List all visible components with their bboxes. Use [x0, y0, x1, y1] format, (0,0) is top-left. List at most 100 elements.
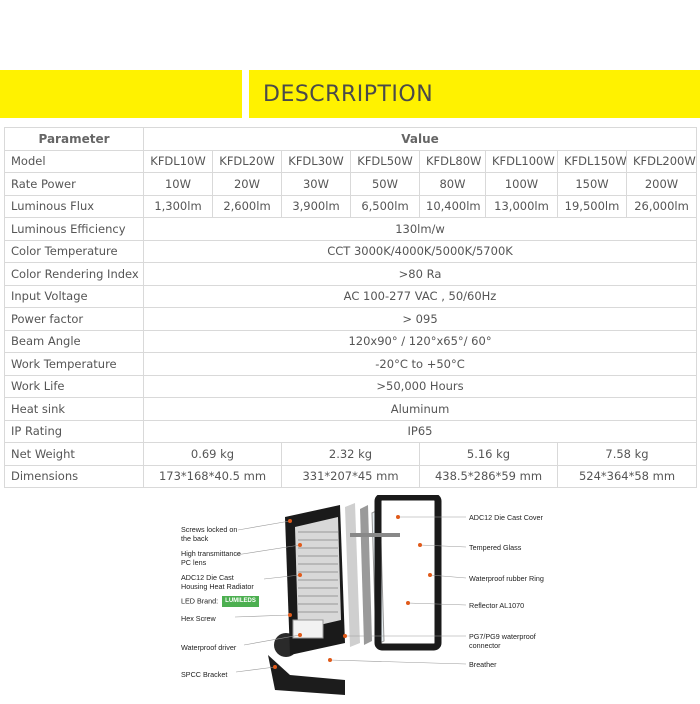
value-cell: CCT 3000K/4000K/5000K/5700K: [142, 239, 698, 263]
value-cell: 50W: [350, 172, 420, 196]
value-cell: KFDL80W: [419, 149, 486, 173]
value-cell: 331*207*45 mm: [281, 464, 420, 488]
value-cell: 80W: [419, 172, 486, 196]
value-cell: 30W: [281, 172, 351, 196]
param-label: Color Rendering Index: [4, 262, 144, 286]
label-pc-lens: High transmittance PC lens: [181, 549, 241, 567]
bracket-shape: [268, 655, 345, 695]
param-label: Heat sink: [4, 397, 144, 421]
value-cell: 100W: [485, 172, 558, 196]
value-cell: 2.32 kg: [281, 442, 420, 466]
value-cell: 120x90° / 120°x65°/ 60°: [142, 329, 698, 353]
value-cell: >50,000 Hours: [142, 374, 698, 398]
value-cell: 2,600lm: [212, 194, 282, 218]
value-cell: KFDL150W: [557, 149, 627, 173]
label-connector: PG7/PG9 waterproof connector: [469, 632, 536, 650]
param-label: Beam Angle: [4, 329, 144, 353]
floodlight-illustration: [234, 493, 467, 695]
led-grid: [298, 531, 338, 613]
param-label: Luminous Flux: [4, 194, 144, 218]
value-cell: >80 Ra: [142, 262, 698, 286]
value-cell: IP65: [142, 419, 698, 443]
label-reflector: Reflector AL1070: [469, 601, 525, 610]
value-cell: 130lm/w: [142, 217, 698, 241]
value-cell: Aluminum: [142, 397, 698, 421]
value-cell: 6,500lm: [350, 194, 420, 218]
table-row: Power factor> 095: [4, 307, 698, 331]
table-header-row: Parameter Value: [4, 127, 698, 151]
rubber-ring-plate: [360, 505, 372, 645]
connector-rod: [350, 533, 400, 537]
value-cell: KFDL200W: [625, 149, 698, 173]
label-cover: ADC12 Die Cast Cover: [469, 513, 543, 522]
value-cell: 10,400lm: [419, 194, 486, 218]
leader-lines: [234, 516, 467, 673]
param-label: IP Rating: [4, 419, 144, 443]
value-cell: AC 100-277 VAC , 50/60Hz: [142, 284, 698, 308]
param-label: Net Weight: [4, 442, 144, 466]
label-screws: Screws locked on the back: [181, 525, 238, 543]
label-glass: Tempered Glass: [469, 543, 522, 552]
value-cell: 3,900lm: [281, 194, 351, 218]
value-cell: 1,300lm: [143, 194, 213, 218]
lumileds-badge: LUMILEDS: [222, 596, 259, 607]
label-driver: Waterproof driver: [181, 643, 237, 652]
value-cell: KFDL50W: [350, 149, 420, 173]
value-cell: 19,500lm: [557, 194, 627, 218]
header-value: Value: [142, 127, 698, 151]
label-bracket: SPCC Bracket: [181, 670, 228, 679]
param-label: Work Temperature: [4, 352, 144, 376]
exploded-product-diagram: Screws locked on the back High transmitt…: [0, 493, 700, 700]
value-cell: 13,000lm: [485, 194, 558, 218]
header-band-left: [0, 70, 242, 118]
value-cell: 7.58 kg: [556, 442, 698, 466]
param-label: Work Life: [4, 374, 144, 398]
label-led-brand: LED Brand: LUMILEDS: [181, 596, 259, 607]
param-label: Power factor: [4, 307, 144, 331]
value-cell: 150W: [557, 172, 627, 196]
param-label: Input Voltage: [4, 284, 144, 308]
table-row: Work Life>50,000 Hours: [4, 374, 698, 398]
param-label: Luminous Efficiency: [4, 217, 144, 241]
table-row: Work Temperature-20°C to +50°C: [4, 352, 698, 376]
value-cell: 524*364*58 mm: [556, 464, 698, 488]
header-band-right: [249, 70, 700, 118]
value-cell: 10W: [143, 172, 213, 196]
leader-dots: [273, 515, 432, 669]
led-panel-shape: [295, 517, 341, 630]
label-housing: ADC12 Die Cast Housing Heat Radiator: [181, 573, 254, 591]
label-breather: Breather: [469, 660, 497, 669]
cover-frame: [374, 493, 442, 651]
value-cell: 20W: [212, 172, 282, 196]
value-cell: KFDL10W: [143, 149, 213, 173]
param-label: Dimensions: [4, 464, 144, 488]
value-cell: -20°C to +50°C: [142, 352, 698, 376]
value-cell: KFDL20W: [212, 149, 282, 173]
value-cell: > 095: [142, 307, 698, 331]
value-cell: 173*168*40.5 mm: [143, 464, 282, 488]
section-title: DESCRRIPTION: [263, 82, 434, 107]
value-cell: 0.69 kg: [143, 442, 282, 466]
param-label: Color Temperature: [4, 239, 144, 263]
param-label: Rate Power: [4, 172, 144, 196]
value-cell: KFDL30W: [281, 149, 351, 173]
value-cell: 5.16 kg: [419, 442, 558, 466]
header-parameter: Parameter: [4, 127, 144, 151]
value-cell: KFDL100W: [485, 149, 558, 173]
value-cell: 438.5*286*59 mm: [419, 464, 558, 488]
value-cell: 26,000lm: [625, 194, 698, 218]
value-cell: 200W: [625, 172, 698, 196]
label-rubber-ring: Waterproof rubber Ring: [469, 574, 544, 583]
